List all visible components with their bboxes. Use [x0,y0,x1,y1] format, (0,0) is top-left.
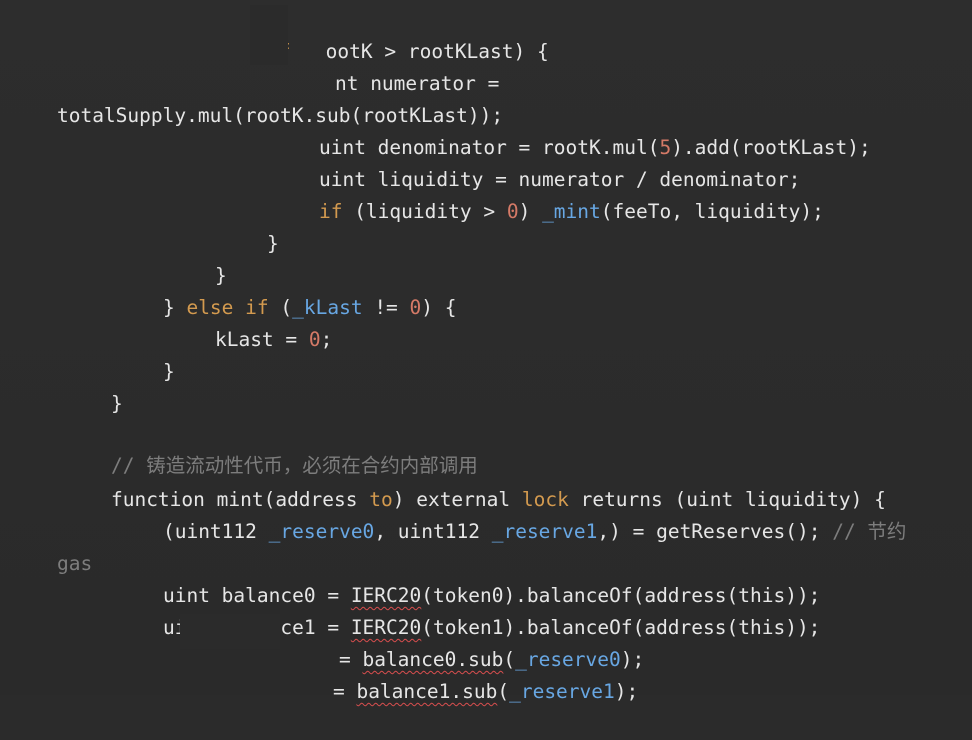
code-token-close-brace: } [214,264,227,287]
code-line-if-rootk: if ootK > rootKLast) { [220,4,549,63]
code-token-amount0-open: ( [503,648,516,671]
code-token-close-brace: } [162,360,175,383]
code-token-liquidity-close: ) [518,200,543,223]
code-line-klast-reset: kLast = 0; [168,292,332,351]
code-line-gas-wrap: gas [10,516,92,575]
code-token-ierc20-0: IERC20 [350,584,422,607]
code-token-open-paren: ( [268,296,293,319]
code-token-denominator-number: 5 [659,136,672,159]
code-line-amount0-partial: = balance0.sub(_reserve0); [292,612,644,671]
code-token-amount1-open: ( [497,680,510,703]
code-line-liquidity: uint liquidity = numerator / denominator… [272,132,800,191]
code-token-klast-var: _kLast [292,296,363,319]
code-token-liquidity-expression: uint liquidity = numerator / denominator… [318,168,801,191]
code-token-klast-zero: 0 [308,328,321,351]
code-token-totalsupply-expression: totalSupply.mul(rootK.sub(rootKLast)); [56,104,504,127]
code-token-balance0-sub: balance0.sub [362,648,504,671]
code-token-amount0-reserve: _reserve0 [515,648,621,671]
code-line-comment-mint: // 铸造流动性代币，必须在合约内部调用 [64,418,478,477]
code-token-gas-comment: gas [56,552,93,575]
code-token-klast-assignment: kLast = [214,328,309,351]
code-line-if-liquidity: if (liquidity > 0) _mint(feeTo, liquidit… [272,164,824,223]
code-token-denominator-start: uint denominator = rootK.mul( [318,136,660,159]
code-token-liquidity-compare: (liquidity > [342,200,507,223]
code-token-save-comment: // 节约 [832,520,907,543]
code-line-numerator-decl: nt numerator = [288,36,499,95]
code-token-liquidity-zero: 0 [506,200,519,223]
code-token-balance0-call: (token0).balanceOf(address(this)); [421,584,821,607]
code-token-rootk-condition: ootK > rootKLast) { [290,40,549,63]
code-token-else-if-keyword: else if [186,296,269,319]
code-token-close-brace: } [266,232,279,255]
code-token-semicolon: ; [320,328,333,351]
code-token-function-signature-start: function mint(address [110,488,370,511]
code-token-reserve0: _reserve0 [268,520,375,543]
code-token-close-brace: } [110,392,123,415]
code-token-zero: 0 [409,296,422,319]
code-token-else-brace: } [162,296,187,319]
code-token-numerator-decl: nt numerator = [334,72,500,95]
code-token-ierc20-1: IERC20 [350,616,422,639]
code-token-amount1-reserve: _reserve1 [509,680,615,703]
code-line-close-inner-if: } [220,196,279,255]
code-line-else-if: } else if (_kLast != 0) { [116,260,457,319]
code-token-external-text: ) external [392,488,522,511]
code-line-totalsupply: totalSupply.mul(rootK.sub(rootKLast)); [10,68,503,127]
code-editor: if ootK > rootKLast) { nt numerator = to… [0,0,972,703]
code-token-amount0-close: ); [620,648,645,671]
code-token-chinese-comment: // 铸造流动性代币，必须在合约内部调用 [110,454,478,477]
code-line-amount1-partial: = balance1.sub(_reserve1); [286,644,638,703]
code-token-mint-call: _mint [542,200,601,223]
code-line-denominator: uint denominator = rootK.mul(5).add(root… [272,100,871,159]
code-token-amount1-close: ); [614,680,639,703]
code-token-open-brace: ) { [421,296,457,319]
code-token-not-equals: != [362,296,410,319]
code-token-if-liquidity-keyword: if [318,200,343,223]
code-line-close-function: } [64,356,123,415]
occlusion-mask-top [250,5,288,65]
code-token-amount0-equals: = [338,648,363,671]
code-line-getreserves: (uint112 _reserve0, uint112 _reserve1,) … [116,484,906,543]
code-token-denominator-end: ).add(rootKLast); [671,136,871,159]
code-line-balance0: uint balance0 = IERC20(token0).balanceOf… [116,548,820,607]
code-token-uint112-separator: , uint112 [374,520,492,543]
code-token-reserve1: _reserve1 [491,520,598,543]
code-token-lock-modifier: lock [521,488,569,511]
code-line-close-outer-if: } [168,228,227,287]
occlusion-mask-bottom [180,614,280,649]
code-token-getreserves-call: ,) = getReserves(); [597,520,833,543]
code-token-balance0-decl: uint balance0 = [162,584,351,607]
code-line-close-else: } [116,324,175,383]
code-token-balance1-call: (token1).balanceOf(address(this)); [421,616,821,639]
code-token-to-param: to [369,488,393,511]
code-line-balance1: uint balance1 = IERC20(token1).balanceOf… [116,580,820,639]
code-token-balance1-sub: balance1.sub [356,680,498,703]
code-line-function-mint: function mint(address to) external lock … [64,452,886,511]
code-token-mint-args: (feeTo, liquidity); [600,200,824,223]
code-token-returns-text: returns (uint liquidity) { [568,488,886,511]
code-token-amount1-equals: = [332,680,357,703]
code-token-uint112-open: (uint112 [162,520,269,543]
